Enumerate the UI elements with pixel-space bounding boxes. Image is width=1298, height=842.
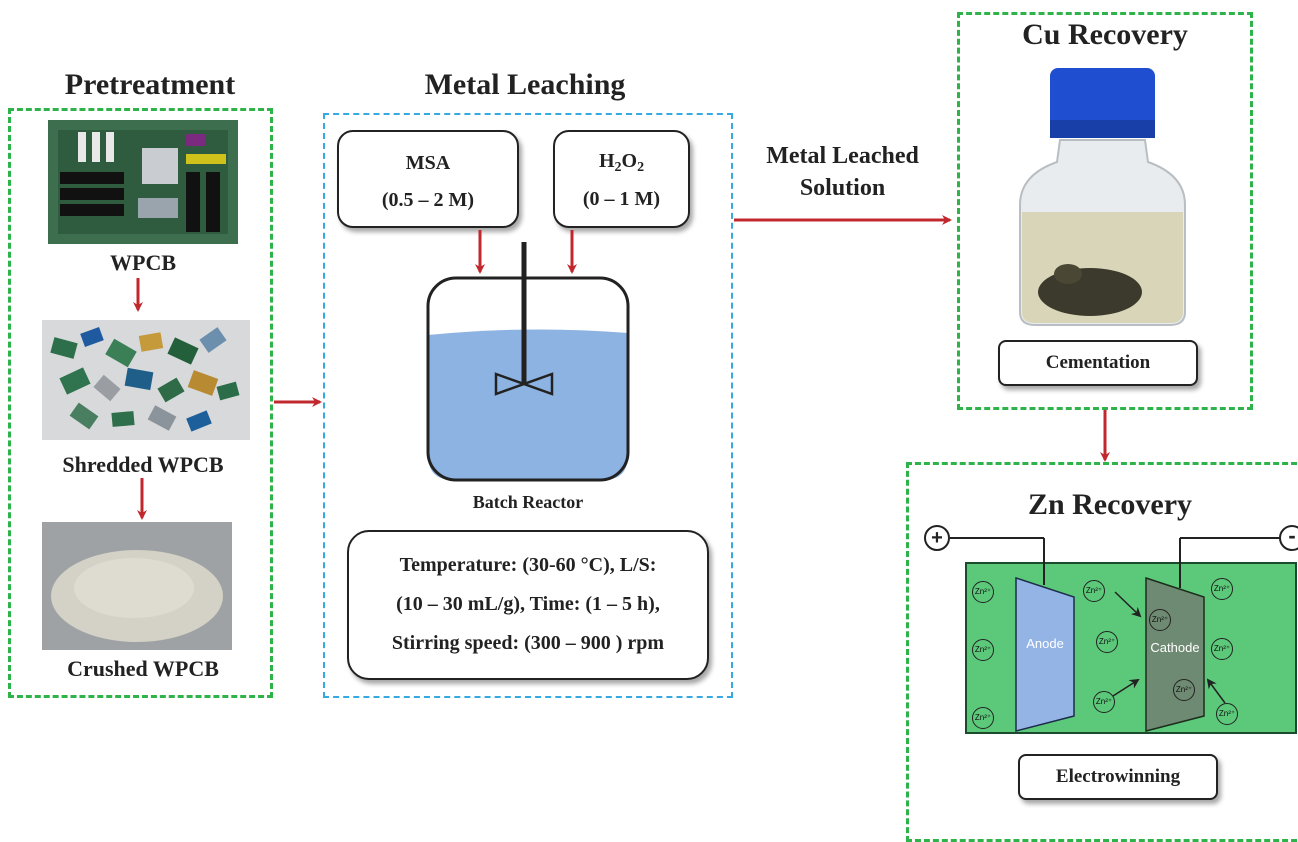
zn-ion: Zn²⁺ [972, 639, 994, 661]
conditions-box: Temperature: (30-60 °C), L/S: (10 – 30 m… [347, 530, 709, 680]
h2o2-name: H2O2 [555, 150, 688, 176]
metal-leaching-panel [323, 113, 733, 698]
anode-label: Anode [1026, 636, 1064, 651]
cu-recovery-title: Cu Recovery [1022, 18, 1188, 51]
cathode-label: Cathode [1150, 640, 1200, 655]
flow-label-line-1: Metal Leached [766, 143, 919, 169]
zn-ion: Zn²⁺ [972, 581, 994, 603]
h2o2-box: H2O2 (0 – 1 M) [553, 130, 690, 228]
wpcb-label: WPCB [110, 250, 176, 275]
metal-leached-solution-label: Metal Leached Solution [735, 140, 950, 204]
zn-ion: Zn²⁺ [1216, 703, 1238, 725]
zn-ion: Zn²⁺ [1211, 638, 1233, 660]
pretreatment-panel [8, 108, 273, 698]
zn-ion: Zn²⁺ [972, 707, 994, 729]
wpcb-image [48, 120, 238, 244]
zn-ion: Zn²⁺ [1211, 578, 1233, 600]
minus-terminal-label: - [1288, 523, 1296, 548]
pretreatment-title: Pretreatment [64, 68, 236, 101]
flow-label-line-2: Solution [799, 175, 886, 201]
h2o2-sub1: 2 [614, 160, 622, 175]
cu-recovery-panel [957, 12, 1253, 410]
batch-reactor-label: Batch Reactor [472, 492, 584, 512]
h2o2-range: (0 – 1 M) [582, 188, 661, 210]
msa-name: MSA [405, 152, 451, 174]
msa-range: (0.5 – 2 M) [381, 189, 475, 211]
electrowinning-box: Electrowinning [1018, 754, 1218, 800]
shredded-wpcb-image [42, 320, 250, 440]
zn-ion: Zn²⁺ [1173, 679, 1195, 701]
zn-ion: Zn²⁺ [1096, 631, 1118, 653]
conditions-line-1: Temperature: (30-60 °C), L/S: [399, 554, 657, 576]
metal-leaching-title: Metal Leaching [424, 68, 626, 101]
msa-box: MSA (0.5 – 2 M) [337, 130, 519, 228]
conditions-line-3: Stirring speed: (300 – 900 ) rpm [391, 632, 665, 654]
zn-ion: Zn²⁺ [1083, 580, 1105, 602]
conditions-line-2: (10 – 30 mL/g), Time: (1 – 5 h), [396, 593, 660, 615]
h2o2-h: H [598, 150, 615, 172]
zn-ion: Zn²⁺ [1093, 691, 1115, 713]
cementation-box: Cementation [998, 340, 1198, 386]
h2o2-sub2: 2 [637, 160, 645, 175]
zn-ion: Zn²⁺ [1149, 609, 1171, 631]
crushed-wpcb-image [42, 522, 232, 650]
crushed-wpcb-label: Crushed WPCB [67, 656, 219, 681]
plus-terminal-label: + [931, 527, 943, 549]
zn-recovery-title: Zn Recovery [1027, 488, 1193, 521]
h2o2-o: O [621, 150, 638, 172]
shredded-wpcb-label: Shredded WPCB [62, 452, 224, 477]
